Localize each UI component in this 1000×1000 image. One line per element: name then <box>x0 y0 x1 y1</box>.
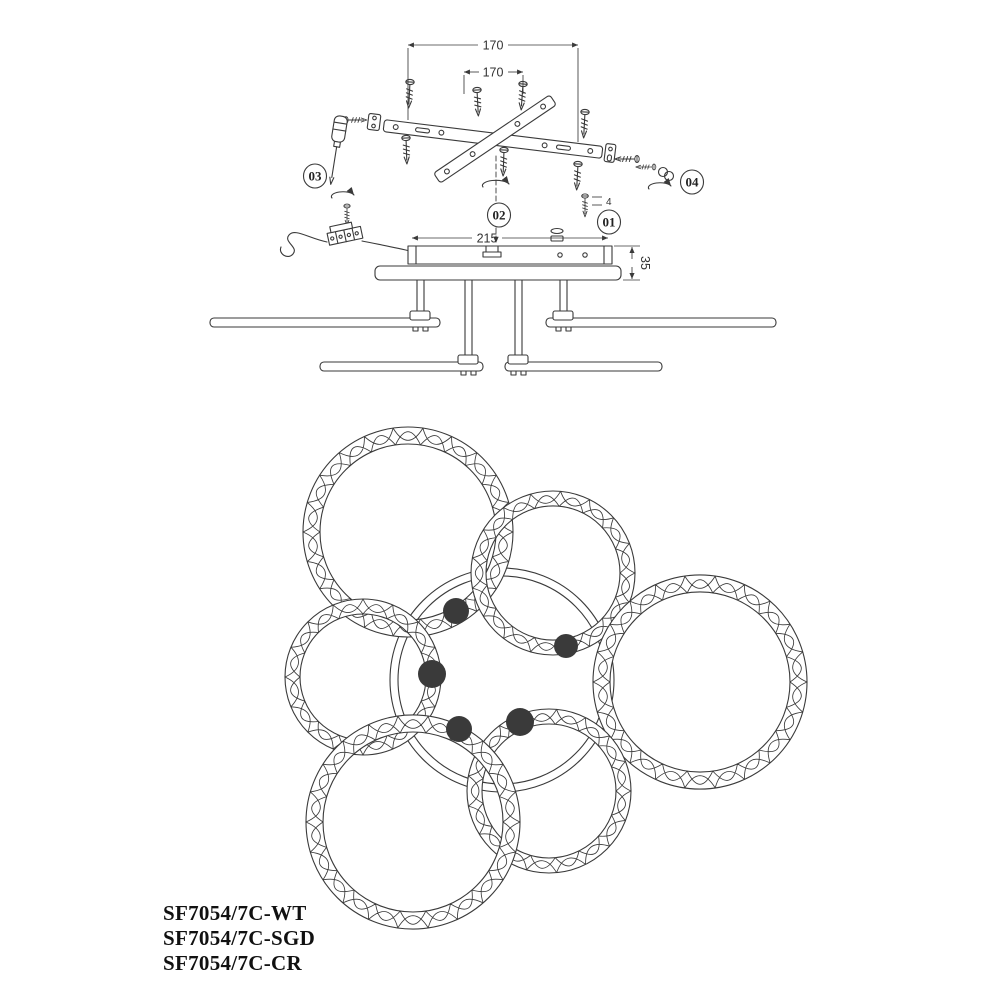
step-04-badge: 04 <box>679 169 705 195</box>
led-dot <box>443 598 469 624</box>
led-dot <box>506 708 534 736</box>
screw-icon <box>578 108 590 139</box>
rotate-arrow-icon <box>481 175 510 188</box>
screw-icon <box>401 134 412 165</box>
led-dot <box>418 660 446 688</box>
dim-170-inner-label: 170 <box>483 66 504 80</box>
arm-upper-left <box>209 317 441 328</box>
nut-icon <box>550 235 564 242</box>
screw-icon <box>614 154 640 164</box>
wiring <box>279 221 411 257</box>
ring-braid-pattern <box>592 575 808 789</box>
dim-35-label: 35 <box>638 256 652 270</box>
decorated-ring <box>470 490 636 656</box>
svg-text:04: 04 <box>686 175 700 190</box>
dim-215-label: 215 <box>477 232 498 246</box>
rotate-arrow-icon <box>647 177 672 190</box>
svg-text:01: 01 <box>603 215 616 230</box>
arm-lower-right <box>504 361 663 372</box>
arm-upper-right <box>545 317 777 328</box>
rings-group <box>284 426 808 930</box>
screw-icon <box>472 86 484 117</box>
dimension-35: 35 <box>614 245 652 281</box>
screw-icon <box>581 193 589 218</box>
mounting-bracket <box>382 95 604 183</box>
svg-text:03: 03 <box>309 169 323 184</box>
svg-text:02: 02 <box>493 208 506 223</box>
arm-lower-left <box>319 361 484 372</box>
screw-icon <box>516 80 528 111</box>
model-code-line: SF7054/7C-SGD <box>163 926 316 950</box>
decorated-ring <box>592 574 808 790</box>
arm-clamps <box>409 310 574 376</box>
screw-icon <box>498 146 509 177</box>
step-02-badge <box>486 202 512 228</box>
center-clip <box>482 251 502 258</box>
left-end-bracket <box>343 113 382 131</box>
wire <box>279 232 328 257</box>
dimension-215: 215 <box>412 232 608 246</box>
step-02-group: 02 <box>481 155 512 244</box>
fixture-base <box>374 245 622 281</box>
right-end-parts <box>603 143 675 190</box>
screw-icon <box>571 160 583 191</box>
screwdriver-icon <box>329 115 355 226</box>
dim-4-label: 4 <box>606 197 612 208</box>
rotate-arrow-icon <box>330 186 355 199</box>
led-dot <box>446 716 472 742</box>
dim-170-outer-label: 170 <box>483 39 504 53</box>
decorated-ring <box>466 708 632 874</box>
screw-icon <box>403 78 415 109</box>
model-code-line: SF7054/7C-WT <box>163 901 307 925</box>
model-code-line: SF7054/7C-CR <box>163 951 302 975</box>
dimension-170-outer: 170 <box>407 39 579 142</box>
wire <box>361 240 411 252</box>
step-03-badge: 03 <box>302 163 328 189</box>
canopy <box>374 265 622 281</box>
model-codes: SF7054/7C-WT SF7054/7C-SGD SF7054/7C-CR <box>163 901 315 976</box>
wire-connector <box>326 221 364 246</box>
dimension-170-inner: 170 <box>463 66 524 94</box>
step-01-badge <box>596 209 622 235</box>
washer-icon <box>550 227 564 235</box>
post <box>416 279 568 358</box>
arms-assembly <box>209 279 777 376</box>
led-dot <box>554 634 578 658</box>
ring-braid-pattern <box>305 715 521 929</box>
step-01-group: 4 01 <box>550 193 622 242</box>
center-ring <box>389 567 615 793</box>
screw-icon <box>635 163 657 171</box>
